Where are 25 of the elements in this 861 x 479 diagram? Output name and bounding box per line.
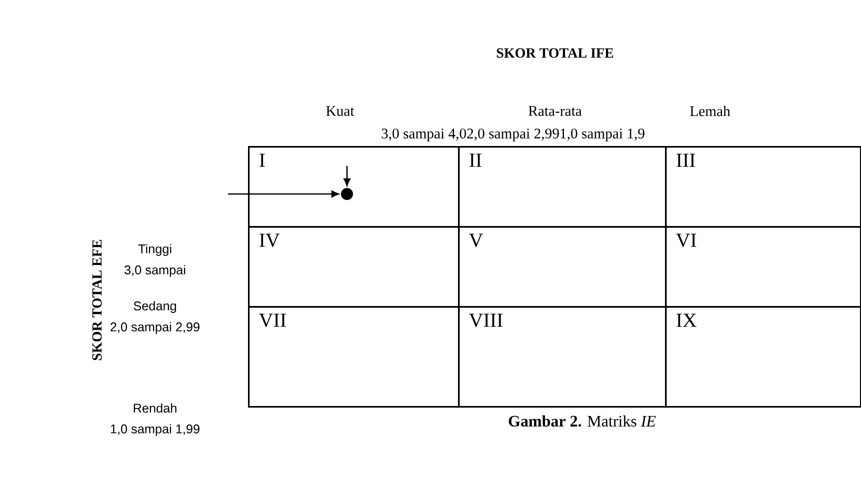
row-label: Sedang (134, 301, 176, 313)
row-label: 1,0 sampai 1,99 (110, 424, 200, 436)
matrix-cell: VI (665, 226, 861, 308)
column-label: Kuat (326, 106, 354, 116)
matrix-cell: V (458, 226, 667, 308)
row-label: 2,0 sampai 2,99 (110, 322, 200, 334)
column-label: Lemah (690, 106, 730, 116)
axis-title: SKOR TOTAL IFE (496, 48, 614, 58)
matrix-cell: III (665, 146, 861, 228)
column-label: 3,0 sampai 4,02,0 sampai 2,991,0 sampai 1,9 (382, 128, 644, 142)
matrix-cell: VII (248, 306, 460, 408)
matrix-cell: VIII (458, 306, 667, 408)
row-label: Tinggi (138, 244, 172, 256)
column-label: Rata-rata (528, 106, 582, 116)
axis-title: SKOR TOTAL EFE (92, 240, 102, 360)
caption: Gambar 2. Matriks IE (508, 415, 656, 427)
matrix-cell: II (458, 146, 667, 228)
row-label: 3,0 sampai (124, 265, 186, 277)
matrix-cell: I (248, 146, 460, 228)
dot (341, 188, 353, 200)
matrix-cell: IX (665, 306, 861, 408)
arrow (344, 166, 350, 186)
arrow (228, 190, 339, 198)
matrix-cell: IV (248, 226, 460, 308)
row-label: Rendah (134, 403, 176, 413)
